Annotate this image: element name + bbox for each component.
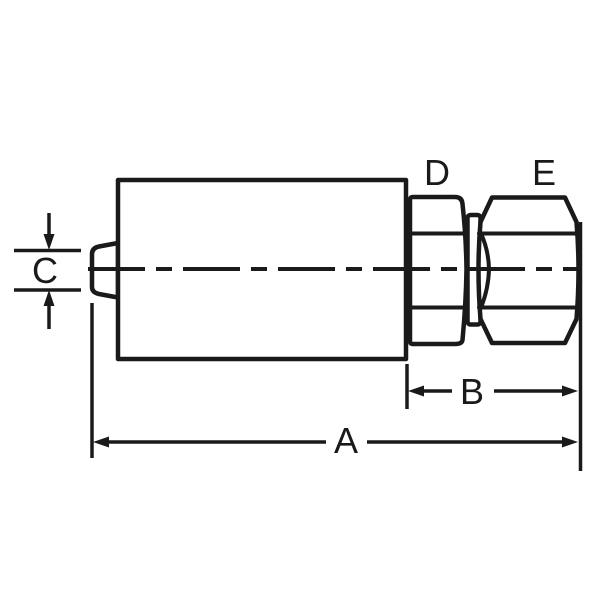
dim-c-arrow-up-icon <box>43 290 55 306</box>
dim-a-arrow-right-icon <box>562 436 578 448</box>
label-e: E <box>532 152 556 193</box>
dim-b-arrow-right-icon <box>562 385 578 397</box>
dim-a: A <box>90 303 578 461</box>
label-b: B <box>460 371 484 412</box>
label-c: C <box>32 250 58 291</box>
hex-d <box>407 194 469 347</box>
dim-c: C <box>14 213 81 329</box>
dim-b: B <box>405 222 583 471</box>
dim-a-arrow-left-icon <box>93 436 109 448</box>
hex-e <box>476 195 581 346</box>
label-a: A <box>334 420 358 461</box>
label-d: D <box>424 152 450 193</box>
dim-c-arrow-down-icon <box>43 234 55 250</box>
dim-b-arrow-left-icon <box>408 385 424 397</box>
